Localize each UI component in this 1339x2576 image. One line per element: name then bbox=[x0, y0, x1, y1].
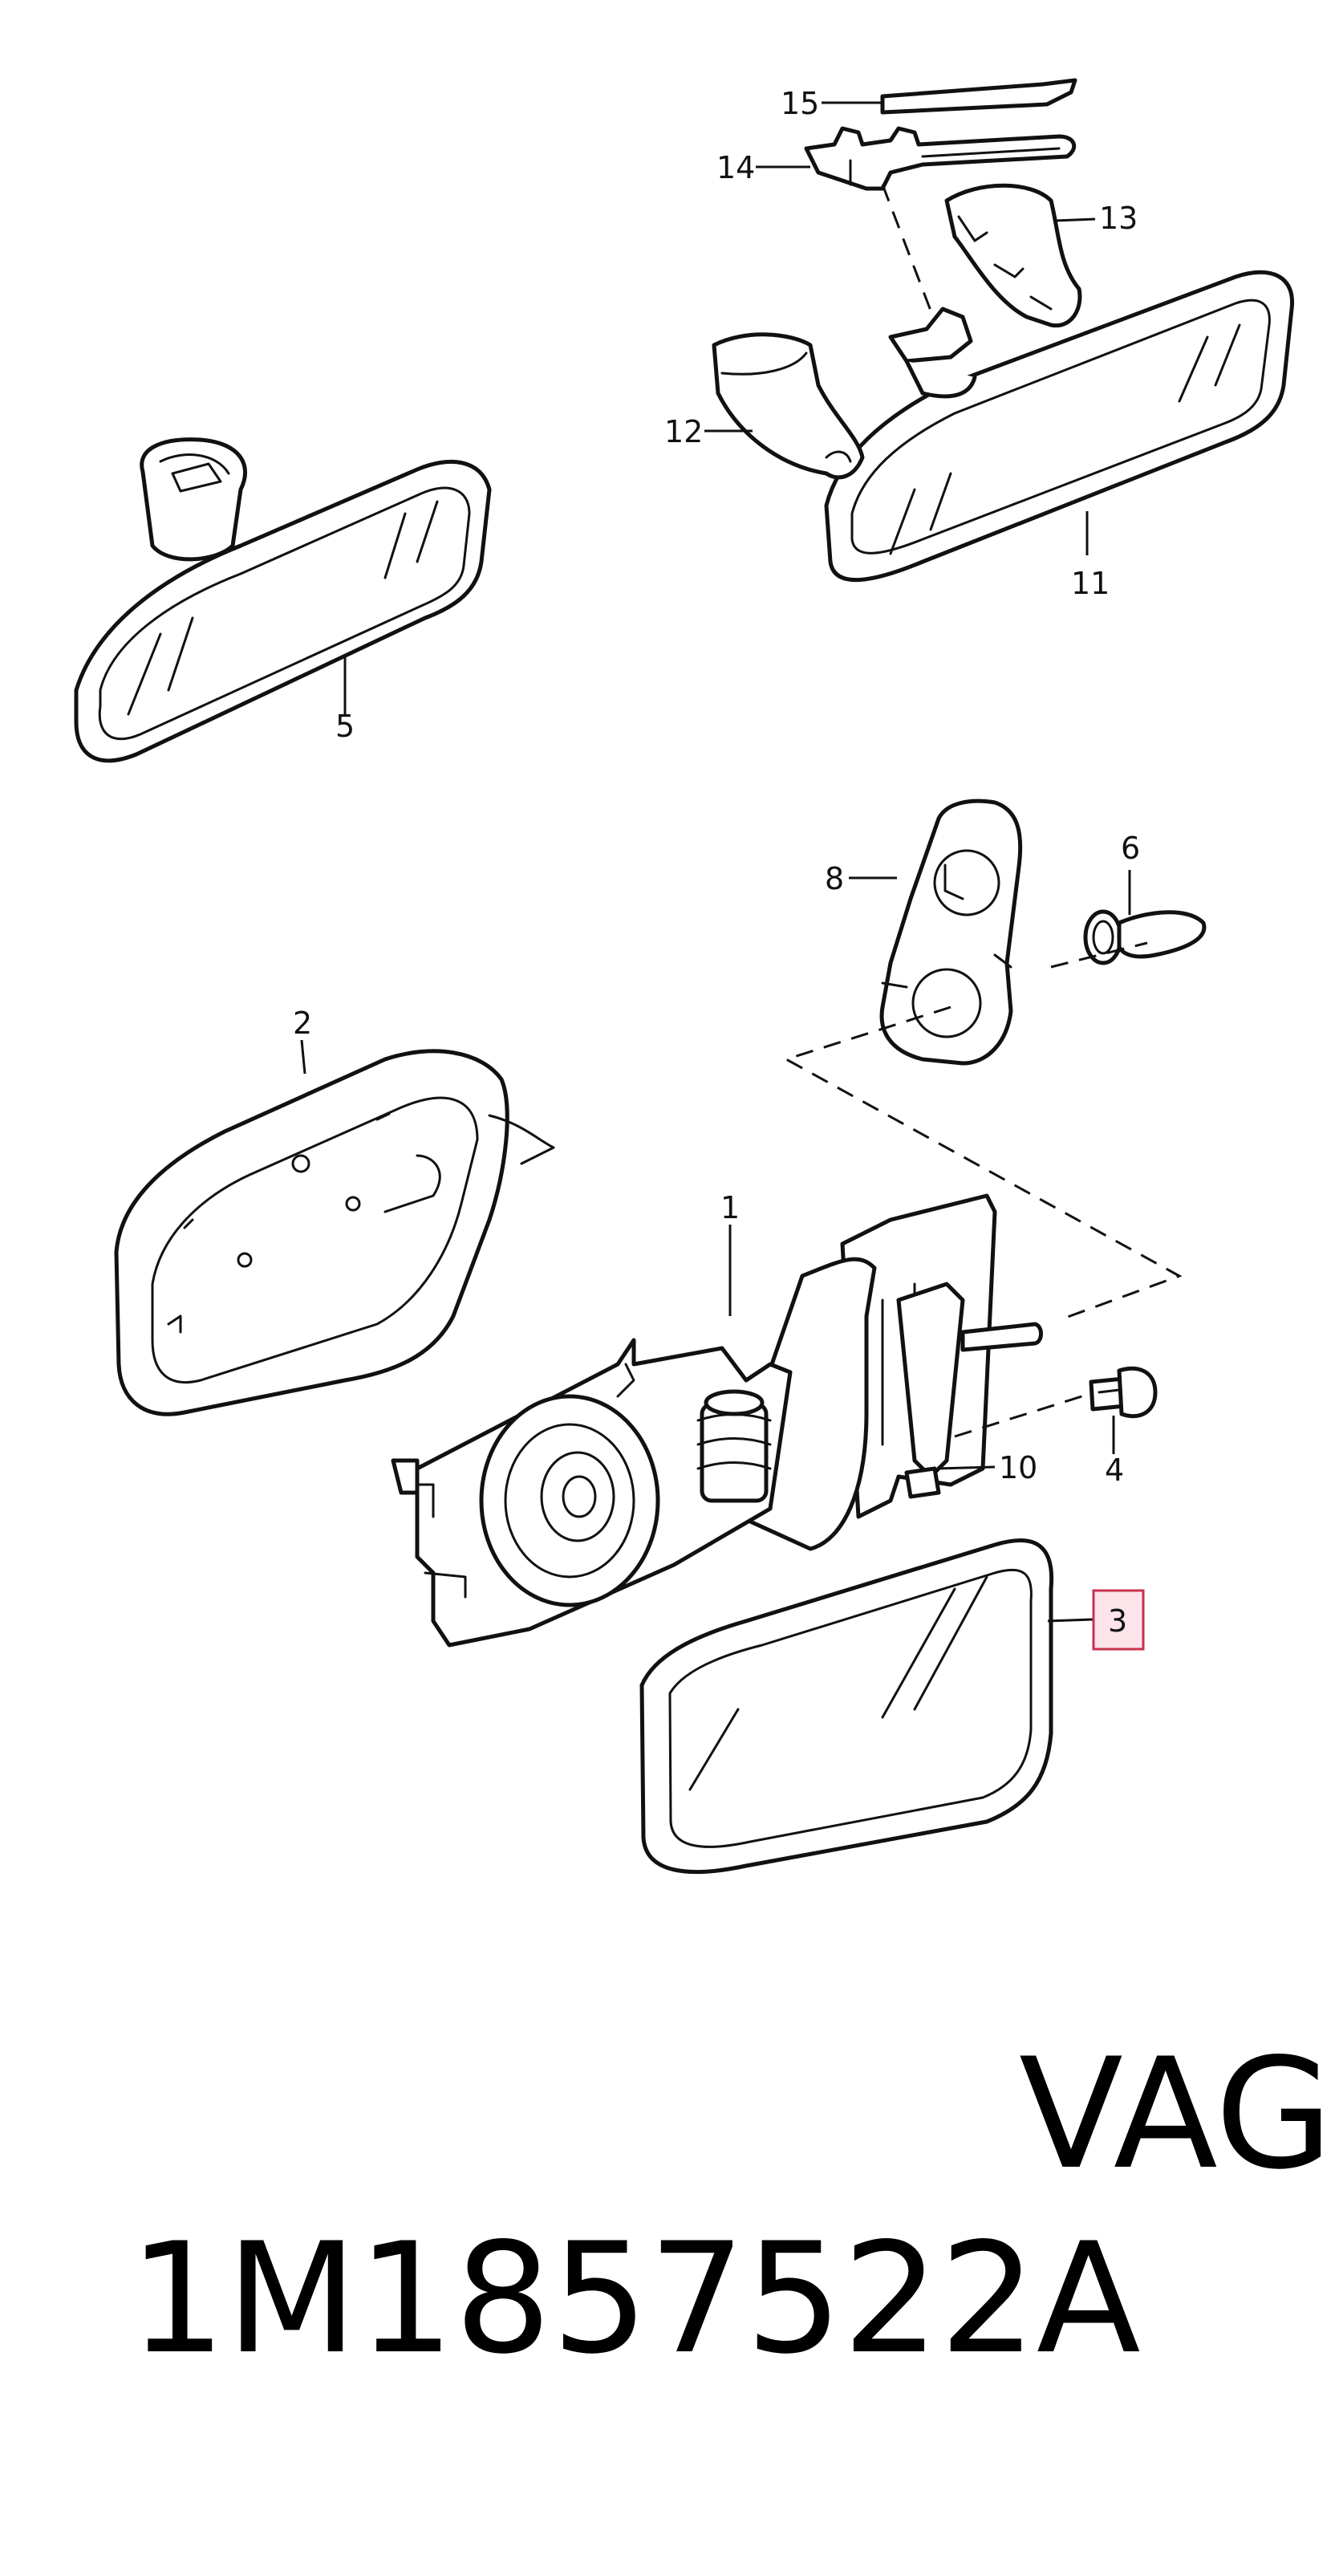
mount-foot bbox=[888, 307, 977, 399]
callout-3: 3 bbox=[1108, 1603, 1127, 1639]
callout-15: 15 bbox=[781, 86, 819, 121]
brand-name: VAG bbox=[1019, 2025, 1333, 2203]
callout-12: 12 bbox=[664, 414, 703, 449]
mounting-clip-14 bbox=[804, 126, 1077, 191]
upper-cover-13 bbox=[944, 183, 1082, 328]
interior-mirror-5 bbox=[74, 437, 492, 763]
callout-14: 14 bbox=[716, 150, 755, 185]
mirror-glass-3 bbox=[639, 1538, 1054, 1875]
callout-8: 8 bbox=[825, 861, 844, 896]
clip-10 bbox=[896, 1282, 965, 1499]
base-plate-8 bbox=[879, 798, 1023, 1066]
callout-4: 4 bbox=[1105, 1453, 1124, 1488]
callout-5: 5 bbox=[335, 709, 355, 744]
interior-mirror-11 bbox=[824, 270, 1295, 583]
mirror-housing-2 bbox=[114, 1049, 555, 1416]
screw-4 bbox=[1089, 1366, 1158, 1419]
callout-2: 2 bbox=[293, 1006, 312, 1041]
bulb-6 bbox=[1083, 909, 1207, 965]
callout-1: 1 bbox=[720, 1190, 740, 1225]
assembly-lines bbox=[783, 184, 1183, 1438]
callout-10: 10 bbox=[999, 1450, 1037, 1485]
lower-cover-12 bbox=[712, 332, 865, 480]
parts-diagram: 15 14 13 12 11 5 6 8 2 1 10 4 3 bbox=[74, 78, 1295, 1875]
part-number: 1M1857522A bbox=[128, 2210, 1141, 2387]
callouts: 15 14 13 12 11 5 6 8 2 1 10 4 3 bbox=[293, 86, 1145, 1651]
callout-6: 6 bbox=[1121, 831, 1140, 866]
callout-13: 13 bbox=[1099, 201, 1138, 236]
leader-lines bbox=[300, 101, 1131, 1623]
footer: 1M1857522A VAG bbox=[32, 2022, 1333, 2387]
callout-3-highlight-box bbox=[1092, 1589, 1145, 1651]
callout-11: 11 bbox=[1071, 566, 1110, 601]
adhesive-strip-15 bbox=[880, 78, 1077, 115]
